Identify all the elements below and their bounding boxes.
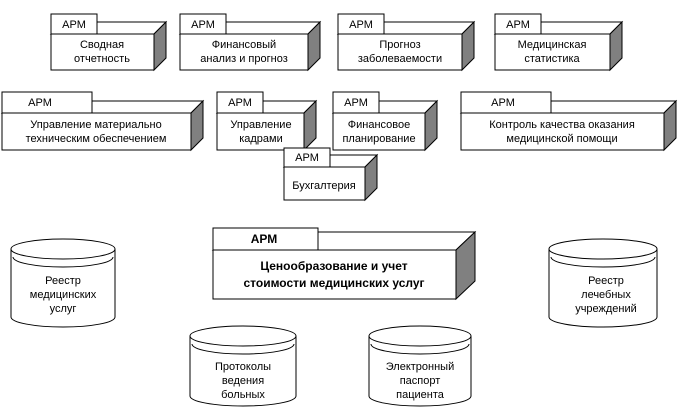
module-label-line: медицинской помощи <box>506 133 617 145</box>
module-tag: АРМ <box>62 19 86 31</box>
module-tag: АРМ <box>491 97 515 109</box>
module-label-line: кадрами <box>239 133 283 145</box>
module-label-line: техническим обеспечением <box>26 133 167 145</box>
module-label-line: Прогноз <box>379 39 420 51</box>
database-protokoly-vedeniya: Протоколы ведения больных <box>189 325 297 407</box>
database-reestr-med-uslug: Реестр медицинских услуг <box>10 238 116 328</box>
module-bukhgalteriya: АРМ Бухгалтерия <box>282 147 379 202</box>
main-module-label-line: стоимости медицинских услуг <box>243 276 424 290</box>
module-label-line: Финансовый <box>212 39 276 51</box>
module-meditsinskaya-statistika: АРМ Медицинская статистика <box>493 13 624 72</box>
main-module-tag: АРМ <box>251 232 278 246</box>
module-kontrol-kachestva: АРМ Контроль качества оказания медицинск… <box>459 91 678 152</box>
module-label-line: заболеваемости <box>358 53 442 65</box>
module-tag: АРМ <box>349 19 373 31</box>
module-label-line: Управление материально <box>30 119 161 131</box>
module-finansovyy-analiz: АРМ Финансовый анализ и прогноз <box>178 13 322 72</box>
module-tsenoobrazovanie-main: АРМ Ценообразование и учет стоимости мед… <box>211 227 477 301</box>
module-label-line: Бухгалтерия <box>292 180 356 192</box>
module-tag: АРМ <box>191 19 215 31</box>
module-label-line: Финансовое <box>348 119 410 131</box>
database-label-line: медицинских <box>30 289 97 301</box>
module-label-line: Медицинская <box>518 39 587 51</box>
module-label-line: Сводная <box>80 39 124 51</box>
module-prognoz-zabolevaemosti: АРМ Прогноз заболеваемости <box>336 13 476 72</box>
module-label-line: Контроль качества оказания <box>489 119 635 131</box>
database-label-line: услуг <box>50 303 77 315</box>
module-tag: АРМ <box>344 97 368 109</box>
module-label-line: статистика <box>524 53 580 65</box>
module-label-line: Управление <box>230 119 291 131</box>
database-label-line: пациента <box>396 389 445 401</box>
module-finansovoe-planirovanie: АРМ Финансовое планирование <box>331 91 439 152</box>
module-tag: АРМ <box>506 19 530 31</box>
module-tag: АРМ <box>28 97 52 109</box>
module-label-line: анализ и прогноз <box>200 53 288 65</box>
module-upravlenie-mto: АРМ Управление материально техническим о… <box>0 91 205 152</box>
module-label-line: отчетность <box>74 53 130 65</box>
module-svodnaya-otchetnost: АРМ Сводная отчетность <box>49 13 168 72</box>
database-elektronnyy-pasport: Электронный паспорт пациента <box>368 325 472 407</box>
main-module-label-line: Ценообразование и учет <box>260 259 407 273</box>
database-label-line: ведения <box>222 375 264 387</box>
database-label-line: паспорт <box>400 375 441 387</box>
database-label-line: лечебных <box>581 289 631 301</box>
database-label-line: Протоколы <box>215 361 271 373</box>
database-reestr-lech-uchrezhdeniy: Реестр лечебных учреждений <box>548 238 658 328</box>
module-tag: АРМ <box>228 97 252 109</box>
module-upravlenie-kadrami: АРМ Управление кадрами <box>215 91 318 152</box>
database-label-line: Электронный <box>386 361 455 373</box>
database-label-line: учреждений <box>575 303 637 315</box>
module-tag: АРМ <box>295 152 319 164</box>
database-label-line: Реестр <box>45 275 81 287</box>
database-label-line: Реестр <box>588 275 624 287</box>
database-label-line: больных <box>221 389 265 401</box>
module-label-line: планирование <box>342 133 415 145</box>
